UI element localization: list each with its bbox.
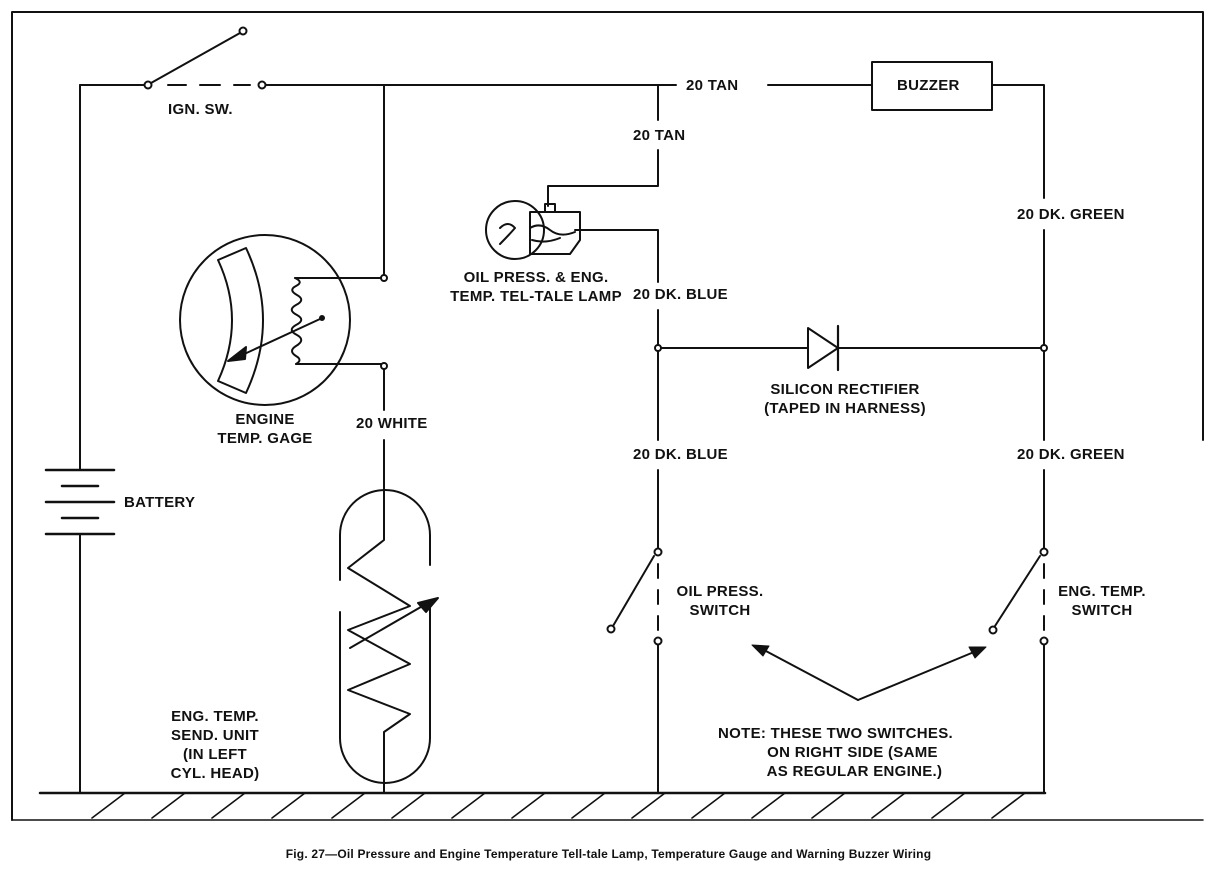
lamp-label: OIL PRESS. & ENG. TEMP. TEL-TALE LAMP: [450, 269, 622, 305]
eng-temp-switch: [988, 547, 1049, 794]
rectifier-label: SILICON RECTIFIER (TAPED IN HARNESS): [764, 381, 926, 417]
gage-label: ENGINE TEMP. GAGE: [217, 411, 313, 447]
buzzer-label: BUZZER: [897, 77, 960, 94]
lamp-feed-wire: [547, 84, 659, 207]
battery-symbol: [44, 84, 116, 794]
wire-tan-top-label: 20 TAN: [682, 76, 743, 95]
dk-blue-upper-wire: [574, 229, 659, 346]
engine-temp-gage: [179, 234, 382, 406]
wire-white-label: 20 WHITE: [356, 415, 428, 432]
battery-label: BATTERY: [124, 494, 196, 511]
note-label: NOTE: THESE TWO SWITCHES. ON RIGHT SIDE …: [718, 725, 953, 780]
tell-tale-lamp: [485, 200, 581, 260]
temp-switch-label: ENG. TEMP. SWITCH: [1058, 583, 1146, 619]
ign-sw-label: IGN. SW.: [168, 101, 233, 118]
ignition-switch: [79, 26, 267, 90]
send-unit-label: ENG. TEMP. SEND. UNIT (IN LEFT CYL. HEAD…: [170, 708, 260, 782]
oil-switch-label: OIL PRESS. SWITCH: [676, 583, 764, 619]
ground-bus: [38, 791, 1047, 819]
wire-dk-blue-upper-label: 20 DK. BLUE: [633, 286, 728, 303]
figure-caption: Fig. 27—Oil Pressure and Engine Temperat…: [285, 847, 932, 861]
wire-dk-green-lower-label: 20 DK. GREEN: [1017, 446, 1125, 463]
buzzer-to-green-wire: [991, 84, 1045, 199]
wire-tan-drop-label: 20 TAN: [633, 127, 686, 144]
note-arrows: [763, 649, 975, 701]
buzzer-box: [871, 61, 993, 111]
oil-press-switch: [606, 547, 663, 794]
diagram-frame: [11, 11, 1204, 821]
silicon-rectifier-symbol: [807, 324, 840, 372]
wire-dk-green-upper-label: 20 DK. GREEN: [1017, 206, 1125, 223]
wire-dk-blue-lower-label: 20 DK. BLUE: [633, 446, 728, 463]
sending-unit: [339, 489, 439, 794]
